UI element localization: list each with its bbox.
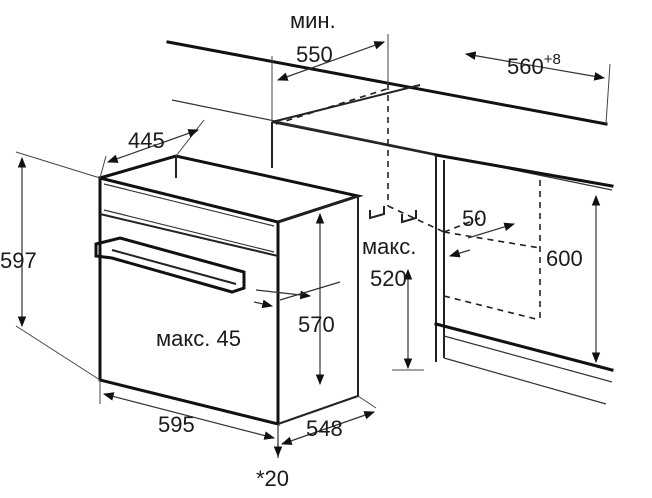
oven-width-label: 595	[158, 412, 195, 437]
oven	[94, 154, 364, 426]
dimension-lines	[15, 34, 611, 458]
oven-height-label: 597	[0, 248, 37, 273]
dimension-labels: мин. 550 560+8 445 597 50 макс. 520 600 …	[0, 8, 583, 491]
note-label: *20	[256, 466, 289, 491]
cabinet-niche	[166, 40, 614, 405]
max-label: макс.	[362, 234, 416, 259]
niche-width-tolerance: +8	[544, 51, 561, 68]
min-label: мин.	[290, 8, 336, 33]
front-depth-label: 445	[128, 128, 165, 153]
niche-height-label: 600	[546, 246, 583, 271]
front-gap-label: макс. 45	[156, 326, 241, 351]
niche-gap-label: 50	[462, 206, 486, 231]
max-depth-label: 520	[370, 266, 407, 291]
min-depth-label: 550	[296, 42, 333, 67]
niche-width-value: 560	[507, 54, 544, 79]
body-depth-label: 548	[306, 416, 343, 441]
body-height-label: 570	[298, 312, 335, 337]
niche-width-label: 560+8	[507, 51, 561, 79]
